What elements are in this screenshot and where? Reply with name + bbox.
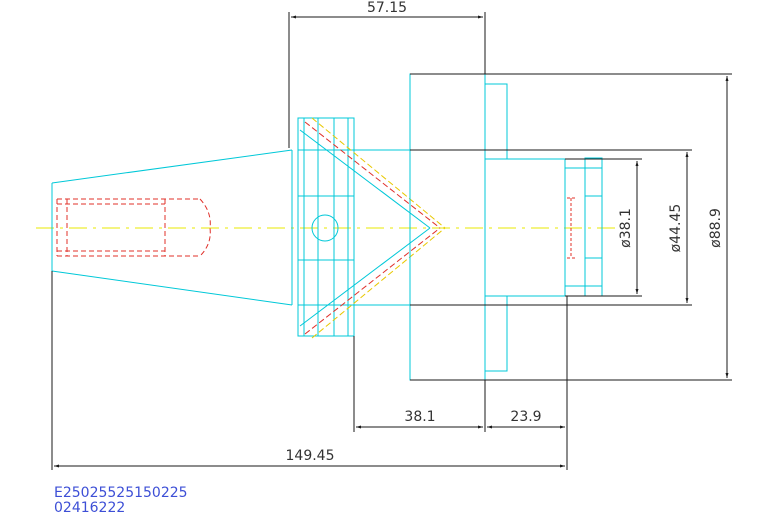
dim-dia-small: ø38.1 [618, 208, 634, 248]
part-code-line-2: 02416222 [54, 500, 126, 516]
taper-shank [51, 149, 293, 306]
dimension-lines [51, 12, 732, 470]
v-flange [297, 117, 410, 337]
main-flange [409, 73, 566, 381]
dim-total-length: 149.45 [286, 448, 335, 464]
dim-dia-large: ø88.9 [708, 208, 724, 248]
pilot-nose [564, 157, 603, 297]
dim-flange-length: 38.1 [404, 409, 435, 425]
dim-step-length: 23.9 [510, 409, 541, 425]
dim-top-length: 57.15 [367, 0, 407, 16]
hidden-pilot-bore [567, 197, 575, 259]
dim-dia-mid: ø44.45 [668, 204, 684, 253]
part-codes: E25025525150225 02416222 [54, 486, 188, 516]
v-groove-lines [299, 117, 446, 339]
hidden-thread-bore [56, 198, 211, 257]
drive-slot-hole [311, 214, 339, 242]
part-code-line-1: E25025525150225 [54, 485, 188, 501]
